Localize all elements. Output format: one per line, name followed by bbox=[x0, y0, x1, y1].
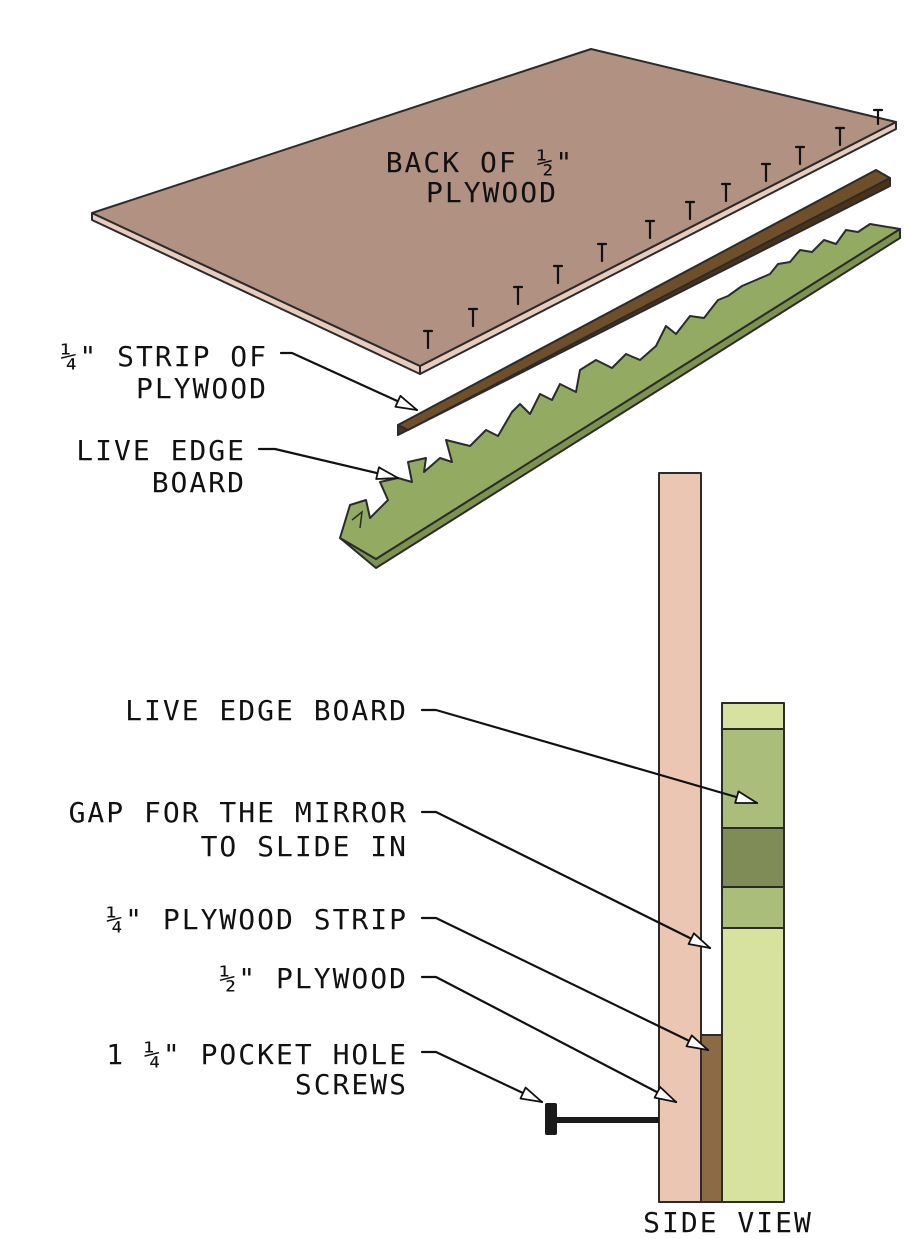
nail-icon bbox=[467, 307, 479, 328]
side-view-caption: SIDE VIEW bbox=[643, 1206, 813, 1239]
live-edge-board-top bbox=[339, 223, 901, 560]
label-half-plywood-text: ½" PLYWOOD bbox=[219, 962, 408, 995]
leader-arrow-gap bbox=[420, 810, 712, 950]
label-strip-of-plywood: ¼" STRIP OF PLYWOOD bbox=[61, 340, 419, 412]
live-edge-bark-detail bbox=[351, 510, 363, 529]
label-back-of-plywood-line2: PLYWOOD bbox=[426, 176, 558, 209]
nail-icon bbox=[684, 200, 696, 221]
label-gap-for-mirror-line1: GAP FOR THE MIRROR bbox=[69, 796, 408, 829]
leader-arrow-live-edge-side bbox=[420, 708, 759, 805]
nail-icon bbox=[872, 108, 884, 126]
side-board-band-dark bbox=[721, 827, 785, 888]
strip-top bbox=[397, 169, 891, 431]
label-strip-of-plywood-line2: PLYWOOD bbox=[136, 372, 268, 405]
quarter-inch-plywood-strip bbox=[397, 169, 891, 436]
leader-arrow-half-plywood bbox=[420, 975, 678, 1104]
label-pocket-hole-screws-line2: SCREWS bbox=[295, 1068, 408, 1101]
plywood-panel-back-face bbox=[91, 48, 897, 367]
side-board-band-top bbox=[721, 702, 785, 730]
side-view bbox=[545, 472, 785, 1203]
label-live-edge-board-side: LIVE EDGE BOARD bbox=[125, 694, 759, 805]
live-edge-board bbox=[339, 223, 901, 569]
nail-icon bbox=[760, 162, 772, 183]
leader-arrow-quarter-strip bbox=[420, 916, 710, 1052]
label-live-edge-board-side-text: LIVE EDGE BOARD bbox=[125, 694, 408, 727]
side-half-plywood bbox=[658, 472, 702, 1203]
nail-icon bbox=[422, 329, 434, 350]
label-gap-for-mirror: GAP FOR THE MIRROR TO SLIDE IN bbox=[69, 796, 712, 950]
nail-icon bbox=[552, 264, 564, 285]
side-quarter-strip bbox=[700, 1034, 723, 1203]
nail-icon bbox=[512, 285, 524, 306]
side-board-base bbox=[721, 927, 785, 1203]
leader-arrow-screws bbox=[420, 1050, 544, 1104]
nail-icon bbox=[834, 126, 846, 147]
label-quarter-plywood-strip: ¼" PLYWOOD STRIP bbox=[106, 903, 710, 1052]
label-half-plywood: ½" PLYWOOD bbox=[219, 962, 678, 1104]
half-inch-plywood-panel bbox=[91, 48, 897, 375]
label-live-edge-board-top: LIVE EDGE BOARD bbox=[76, 434, 400, 499]
label-quarter-plywood-strip-text: ¼" PLYWOOD STRIP bbox=[106, 903, 408, 936]
nail-icon bbox=[596, 242, 608, 263]
label-strip-of-plywood-line1: ¼" STRIP OF bbox=[61, 340, 268, 373]
label-live-edge-board-top-line2: BOARD bbox=[152, 466, 246, 499]
pocket-screw-icon bbox=[545, 1103, 659, 1135]
nail-icon bbox=[720, 182, 732, 203]
label-live-edge-board-top-line1: LIVE EDGE bbox=[76, 434, 246, 467]
label-back-of-plywood: BACK OF ½" PLYWOOD bbox=[386, 146, 575, 209]
label-pocket-hole-screws: 1 ¼" POCKET HOLE SCREWS bbox=[106, 1038, 544, 1104]
leader-arrow-live-edge-top bbox=[257, 447, 400, 480]
side-board-band-mid bbox=[721, 728, 785, 829]
isometric-view bbox=[91, 48, 901, 569]
nail-icon bbox=[794, 145, 806, 166]
side-board-band-upper-mid bbox=[721, 886, 785, 929]
leader-arrow-strip bbox=[279, 351, 419, 412]
nail-icon bbox=[644, 219, 656, 240]
nail-row bbox=[422, 108, 884, 350]
label-back-of-plywood-line1: BACK OF ½" bbox=[386, 146, 575, 179]
label-pocket-hole-screws-line1: 1 ¼" POCKET HOLE bbox=[106, 1038, 408, 1071]
label-gap-for-mirror-line2: TO SLIDE IN bbox=[201, 830, 408, 863]
